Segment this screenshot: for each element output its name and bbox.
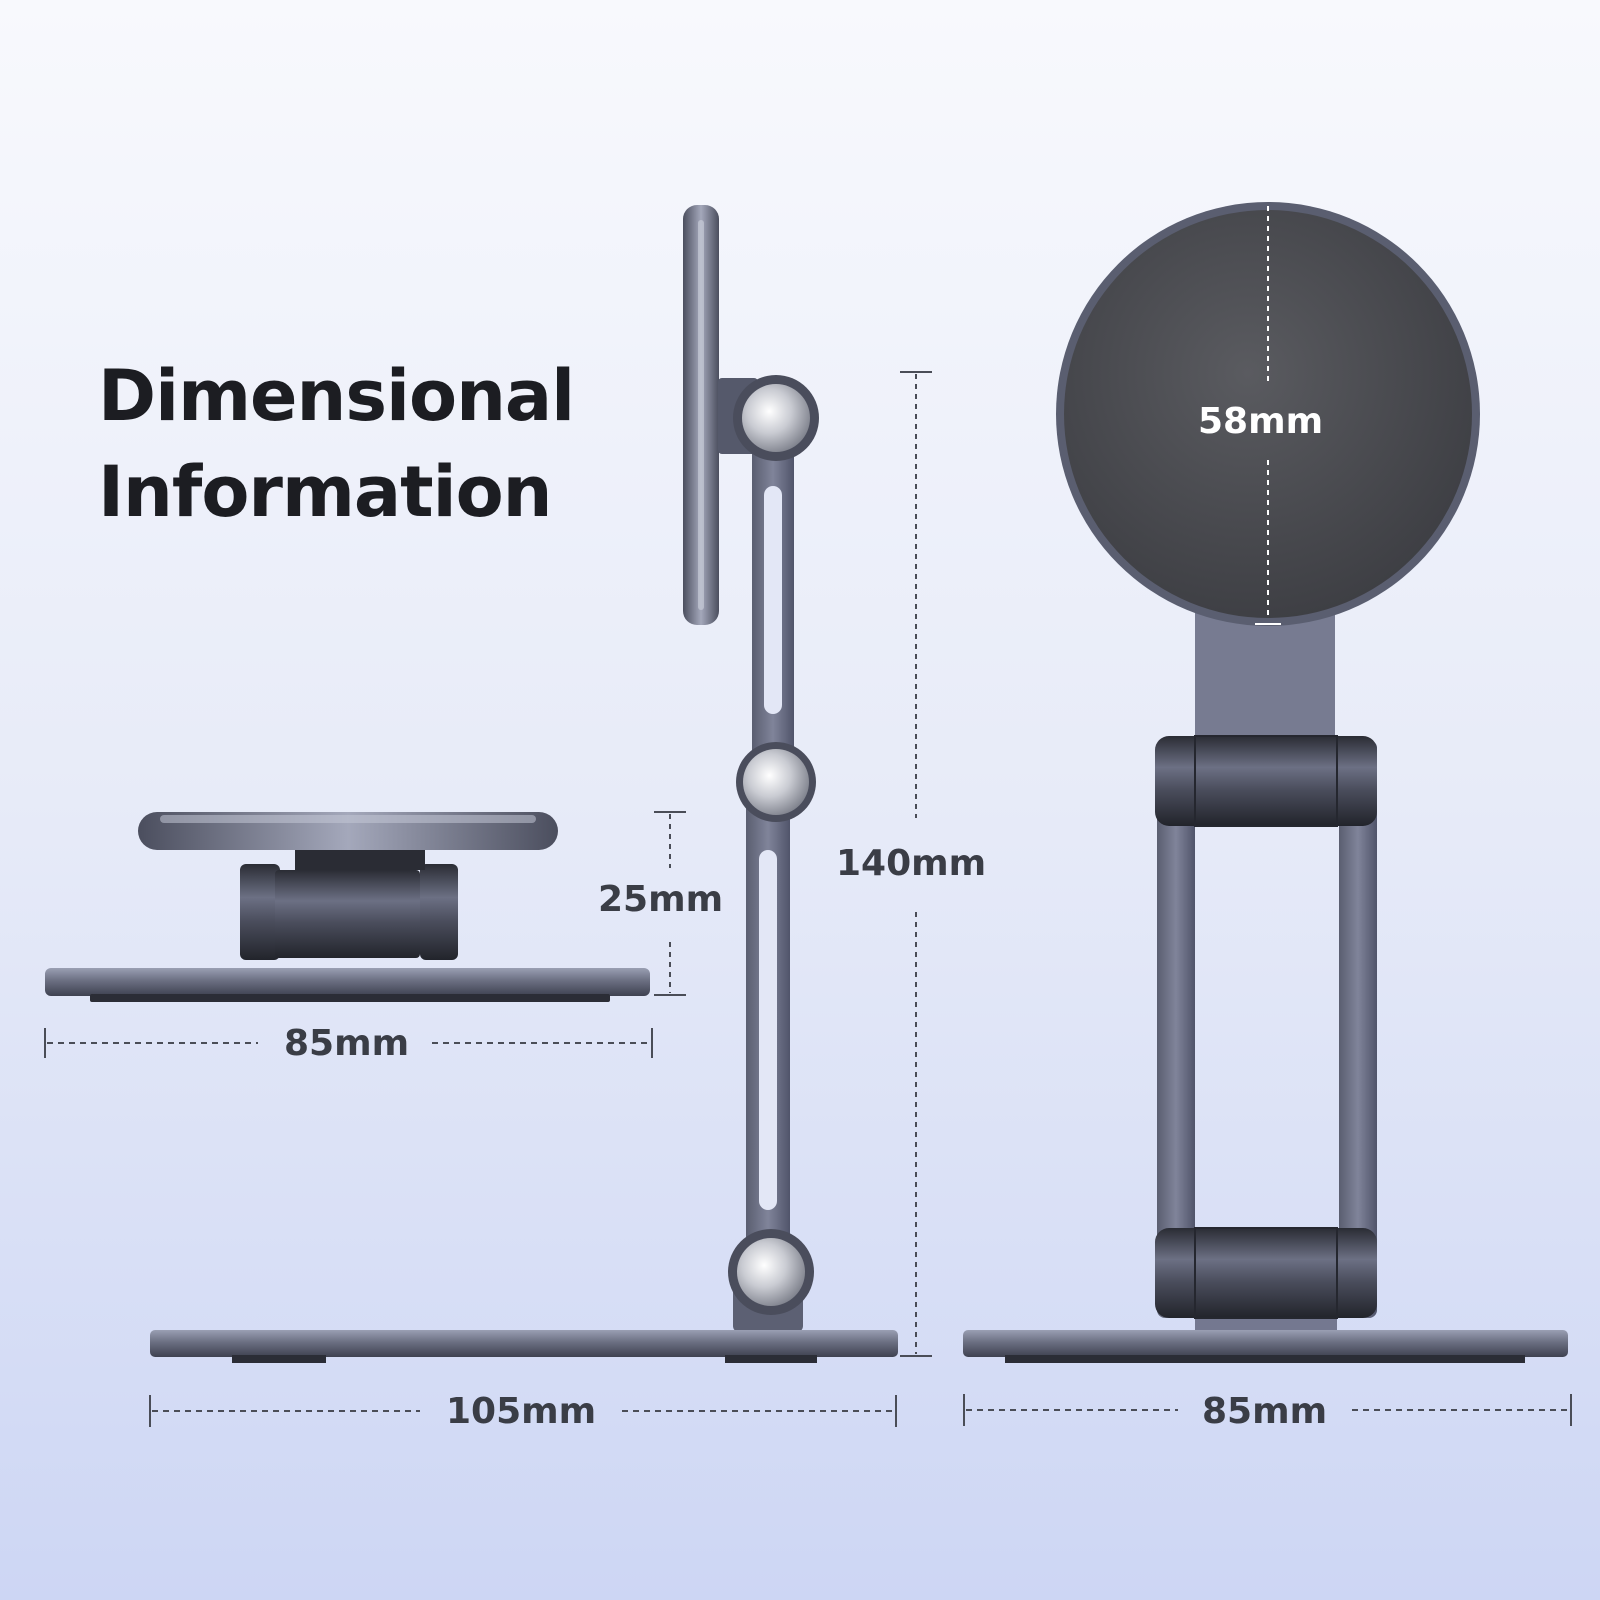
side-hinge-top xyxy=(733,375,819,461)
front-view-stand xyxy=(963,202,1568,1363)
folded-height-label: 25mm xyxy=(598,879,724,920)
folded-width-label: 85mm xyxy=(284,1023,410,1064)
front-width-dimension-line xyxy=(963,1394,1572,1426)
front-arm-left xyxy=(1157,740,1195,1318)
side-view-stand xyxy=(150,205,898,1363)
heading-line-1: Dimensional xyxy=(98,355,575,437)
heading: Dimensional Information xyxy=(98,348,575,540)
front-arm-right xyxy=(1339,740,1377,1318)
height-25mm-dimension-line xyxy=(654,811,686,996)
disc-diameter-label: 58mm xyxy=(1198,401,1324,442)
front-base-plate xyxy=(963,1330,1568,1357)
side-base-plate xyxy=(150,1330,898,1357)
height-140mm-dimension-line xyxy=(900,371,932,1357)
side-depth-label: 105mm xyxy=(446,1391,597,1432)
heading-line-2: Information xyxy=(98,451,553,533)
depth-105mm-dimension-line xyxy=(149,1395,897,1427)
side-height-label: 140mm xyxy=(836,843,987,884)
folded-stand xyxy=(45,812,650,1002)
folded-hinge-left xyxy=(240,864,280,960)
front-width-label: 85mm xyxy=(1202,1391,1328,1432)
folded-base-plate xyxy=(45,968,650,996)
folded-width-dimension-line xyxy=(44,1028,653,1058)
side-hinge-middle xyxy=(736,742,816,822)
folded-hinge-right xyxy=(420,864,458,960)
folded-hinge-center xyxy=(275,870,420,958)
side-hinge-bottom xyxy=(728,1229,814,1315)
